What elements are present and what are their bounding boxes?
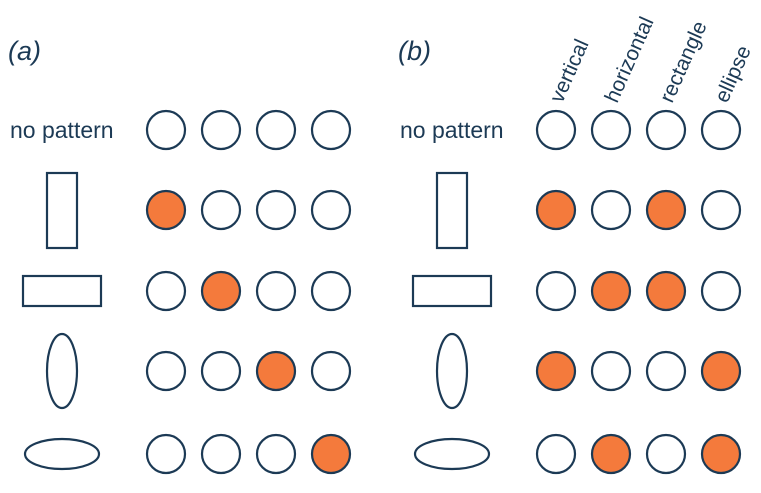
active-unit-circle [645,270,687,312]
active-unit-circle [700,350,742,392]
horizontal-ellipse-shape [23,437,101,471]
inactive-unit-circle [310,270,352,312]
active-unit-circle [145,189,187,231]
row-label-no-pattern: no pattern [10,117,114,143]
inactive-unit-circle [645,109,687,151]
active-unit-circle [535,189,577,231]
inactive-unit-circle [310,189,352,231]
horizontal-rectangle-shape [411,274,493,308]
column-label-rectangle: rectangle [656,18,712,106]
vertical-ellipse-shape [435,332,469,410]
inactive-unit-circle [645,433,687,475]
inactive-unit-circle [145,270,187,312]
inactive-unit-circle [255,109,297,151]
vertical-rectangle-shape [435,171,469,250]
inactive-unit-circle [145,433,187,475]
active-unit-circle [310,433,352,475]
vertical-ellipse-shape [45,332,79,410]
inactive-unit-circle [590,109,632,151]
inactive-unit-circle [700,109,742,151]
active-unit-circle [590,270,632,312]
active-unit-circle [645,189,687,231]
inactive-unit-circle [145,109,187,151]
inactive-unit-circle [535,109,577,151]
active-unit-circle [590,433,632,475]
inactive-unit-circle [590,350,632,392]
inactive-unit-circle [200,189,242,231]
row-label-no-pattern: no pattern [400,117,504,143]
active-unit-circle [200,270,242,312]
inactive-unit-circle [200,109,242,151]
inactive-unit-circle [255,189,297,231]
inactive-unit-circle [200,350,242,392]
inactive-unit-circle [200,433,242,475]
active-unit-circle [255,350,297,392]
column-label-ellipse: ellipse [711,42,756,106]
active-unit-circle [535,350,577,392]
panel-a: (a) no pattern [8,36,352,475]
inactive-unit-circle [310,350,352,392]
panel-label: (b) [398,36,431,66]
active-unit-circle [700,433,742,475]
inactive-unit-circle [535,270,577,312]
horizontal-ellipse-shape [413,437,491,471]
inactive-unit-circle [255,433,297,475]
inactive-unit-circle [700,270,742,312]
inactive-unit-circle [700,189,742,231]
inactive-unit-circle [255,270,297,312]
horizontal-rectangle-shape [21,274,103,308]
column-label-horizontal: horizontal [601,13,659,106]
panel-label: (a) [8,36,41,66]
inactive-unit-circle [590,189,632,231]
inactive-unit-circle [310,109,352,151]
inactive-unit-circle [645,350,687,392]
vertical-rectangle-shape [45,171,79,250]
column-label-vertical: vertical [546,36,594,106]
inactive-unit-circle [145,350,187,392]
inactive-unit-circle [535,433,577,475]
